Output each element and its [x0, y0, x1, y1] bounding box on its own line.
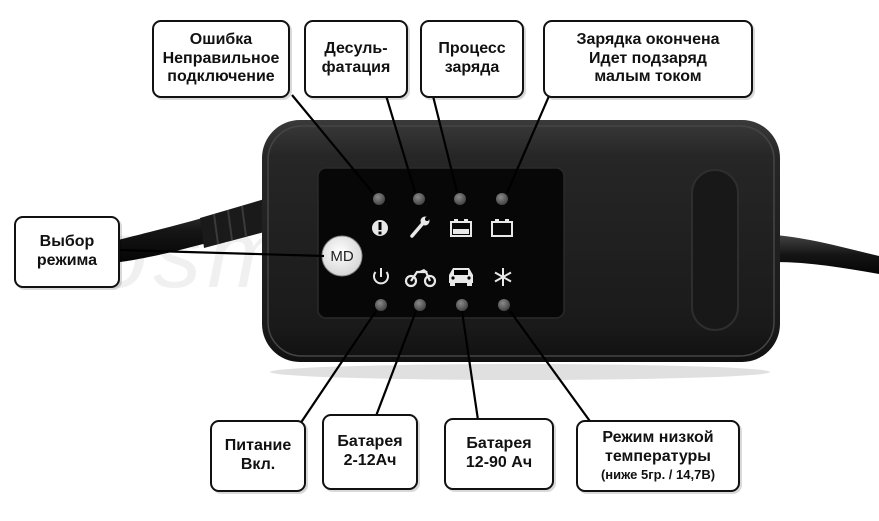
- led-battery-large: [456, 299, 468, 311]
- callout-power: Питание Вкл.: [210, 420, 306, 492]
- car-icon: [449, 268, 473, 286]
- led-power: [375, 299, 387, 311]
- leader-charging: [431, 95, 459, 193]
- callout-desulfation-line1: Десуль-: [324, 40, 388, 58]
- leader-lines: [118, 91, 593, 425]
- power-icon: [373, 268, 389, 285]
- callout-battery-small-line2: 2-12Ач: [343, 452, 397, 469]
- callout-complete-line3: малым током: [594, 68, 702, 86]
- motorcycle-icon: [404, 269, 437, 288]
- callout-complete-line2: Идет подзаряд: [589, 49, 707, 67]
- leader-desulfation: [383, 91, 417, 193]
- callout-power-line1: Питание: [224, 437, 292, 455]
- callout-error-line2: Неправильное: [162, 49, 280, 67]
- led-charging: [454, 193, 466, 205]
- callout-power-line2: Вкл.: [240, 456, 276, 473]
- callout-battery-large-line2: 12-90 Ач: [465, 454, 533, 471]
- callout-desulfation: Десуль- фатация: [304, 20, 408, 98]
- callout-low-temp-line1: Режим низкой: [602, 429, 714, 447]
- led-complete: [496, 193, 508, 205]
- battery-icon: [491, 219, 513, 237]
- callout-mode-select: Выбор режима: [14, 216, 120, 288]
- callout-error-line3: подключение: [167, 68, 275, 86]
- exclamation-icon: [372, 220, 388, 236]
- callout-battery-large-line1: Батарея: [466, 435, 532, 453]
- callout-mode-select-line2: режима: [36, 252, 98, 269]
- led-desulfation: [413, 193, 425, 205]
- leader-power: [299, 310, 377, 425]
- led-low-temp: [498, 299, 510, 311]
- leader-error: [291, 94, 374, 194]
- callout-battery-large: Батарея 12-90 Ач: [444, 418, 554, 490]
- callout-complete-line1: Зарядка окончена: [576, 30, 720, 48]
- output-cable: [775, 235, 879, 274]
- callout-charging-line1: Процесс: [438, 40, 506, 58]
- callout-complete: Зарядка окончена Идет подзаряд малым ток…: [543, 20, 753, 98]
- led-row-bottom: [375, 299, 510, 311]
- callout-low-temp: Режим низкой температуры (ниже 5гр. / 14…: [576, 420, 740, 492]
- callout-desulfation-line2: фатация: [321, 59, 391, 76]
- input-cable: [118, 198, 272, 262]
- leader-battery-small: [374, 310, 418, 417]
- battery-charging-icon: [450, 219, 472, 237]
- led-error: [373, 193, 385, 205]
- callout-charging-line2: заряда: [444, 59, 500, 76]
- callout-error-line1: Ошибка: [189, 30, 253, 48]
- callout-low-temp-line3: (ниже 5гр. / 14,7В): [600, 467, 716, 483]
- callout-mode-select-line1: Выбор: [39, 233, 95, 251]
- wrench-icon: [410, 216, 430, 238]
- leader-mode: [118, 248, 325, 258]
- callout-low-temp-line2: температуры: [605, 448, 711, 466]
- snowflake-icon: [494, 268, 512, 286]
- mode-button-label: MD: [330, 247, 354, 265]
- leader-complete: [505, 95, 551, 194]
- leader-battery-large: [460, 310, 480, 421]
- callout-battery-small: Батарея 2-12Ач: [322, 414, 418, 490]
- callout-charging: Процесс заряда: [420, 20, 524, 98]
- callout-error: Ошибка Неправильное подключение: [152, 20, 290, 98]
- led-battery-small: [414, 299, 426, 311]
- callout-battery-small-line1: Батарея: [337, 433, 403, 451]
- leader-low-temp: [509, 310, 593, 425]
- led-row-top: [373, 193, 508, 205]
